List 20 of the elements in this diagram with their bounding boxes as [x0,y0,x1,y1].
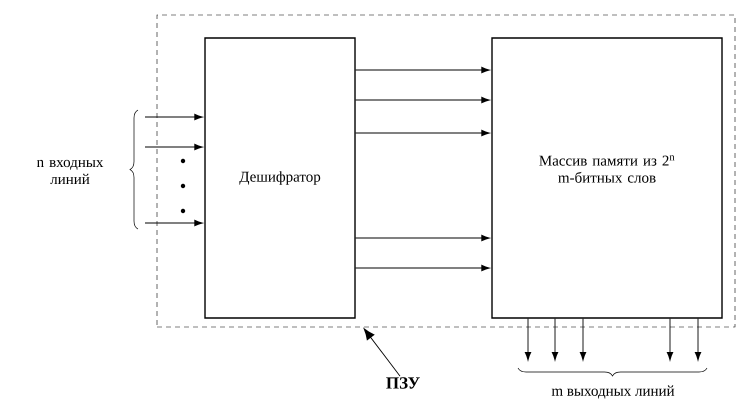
arrow [355,234,490,242]
label: m выходных линий [552,385,674,399]
arrow [580,318,586,360]
arrow [355,264,490,272]
arrow [694,318,702,360]
rom-label: ПЗУ [386,377,420,389]
label: n входных линий [36,160,104,184]
arrow [144,144,203,150]
arrow [552,318,558,360]
arrow [666,318,674,360]
memory-array-box: Массив памяти из 2$^{n}$ m-битных слов [491,37,723,319]
arrow [524,318,532,360]
arrow [144,114,203,120]
dashed-boundary [156,14,736,328]
arrow [355,96,490,104]
arrow [364,328,400,377]
arrow [144,220,203,226]
decoder-box: Дешифратор [204,37,356,319]
arrow [355,130,490,136]
arrow [355,66,490,74]
